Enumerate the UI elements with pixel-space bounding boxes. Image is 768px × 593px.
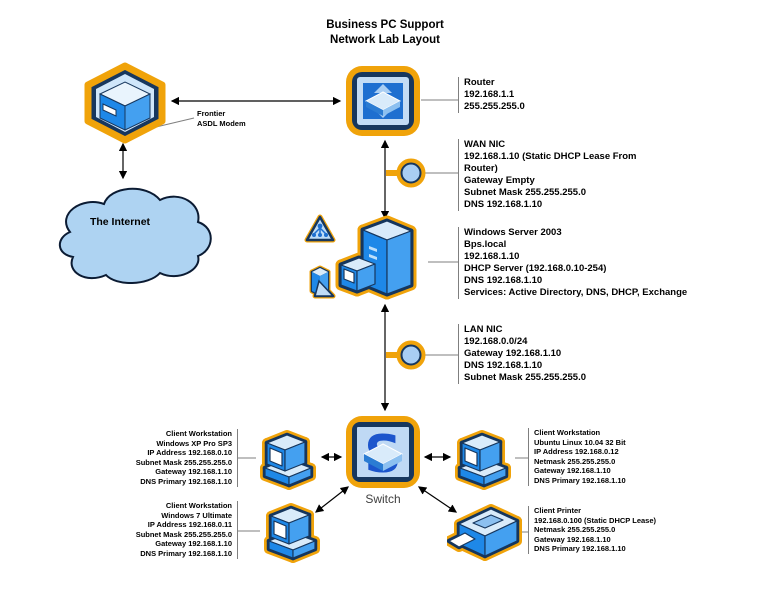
workstation-win7-label-line: Client Workstation xyxy=(165,501,232,510)
workstation-ubuntu-label-line: DNS Primary 192.168.1.10 xyxy=(534,475,626,485)
printer-label-line: Gateway 192.168.1.10 xyxy=(534,534,611,544)
wan-nic-label-line: Subnet Mask 255.255.255.0 xyxy=(464,187,586,198)
modem-label-line: Frontier xyxy=(197,109,226,118)
diagram-title-line: Network Lab Layout xyxy=(330,34,440,46)
modem-label-line: ASDL Modem xyxy=(197,118,246,128)
lan-nic-label-line: LAN NIC xyxy=(464,324,503,335)
printer-icon xyxy=(447,504,522,561)
server-label-line: DHCP Server (192.168.0.10-254) xyxy=(464,263,607,274)
wan-nic-label-line: 192.168.1.10 (Static DHCP Lease From xyxy=(464,151,637,162)
domain-controller-badge-icon xyxy=(309,265,336,299)
workstation-ubuntu-label-line: Client Workstation xyxy=(534,428,601,437)
adsl-modem-icon xyxy=(84,62,166,144)
workstation-win7-label-line: Gateway 192.168.1.10 xyxy=(155,539,232,549)
lan-nic-label-line: 192.168.0.0/24 xyxy=(464,336,528,347)
wan-nic-label-line: Gateway Empty xyxy=(464,175,535,186)
workstation-xp-label-line: IP Address 192.168.0.10 xyxy=(147,448,232,458)
switch-label: Switch xyxy=(365,492,401,506)
internet-cloud-label: The Internet xyxy=(89,216,151,228)
wan-nic-connector-icon xyxy=(386,158,426,188)
router-label-line: 255.255.255.0 xyxy=(464,101,525,112)
wan-nic-label-line: Router) xyxy=(464,163,498,174)
workstation-win7-label-line: Subnet Mask 255.255.255.0 xyxy=(135,529,232,539)
server-label-line: Windows Server 2003 xyxy=(464,227,562,238)
server-label-line: DNS 192.168.1.10 xyxy=(464,275,543,286)
printer-label-line: 192.168.0.100 (Static DHCP Lease) xyxy=(534,515,657,525)
workstation-xp-label-line: DNS Primary 192.168.1.10 xyxy=(140,476,232,486)
workstation-ubuntu-label-line: Netmask 255.255.255.0 xyxy=(534,456,616,466)
workstation-win7-label-line: DNS Primary 192.168.1.10 xyxy=(140,548,232,558)
workstation-ubuntu-label-line: IP Address 192.168.0.12 xyxy=(534,447,619,457)
lan-nic-label-line: Gateway 192.168.1.10 xyxy=(464,348,562,359)
workstation-ubuntu-label-line: Gateway 192.168.1.10 xyxy=(534,466,611,476)
workstation-xp-label-line: Subnet Mask 255.255.255.0 xyxy=(135,457,232,467)
workstation-xp-label-line: Client Workstation xyxy=(165,429,232,438)
workstation-xp-label-line: Windows XP Pro SP3 xyxy=(156,438,232,448)
wan-nic-label-line: DNS 192.168.1.10 xyxy=(464,199,543,210)
wan-nic-label-line: WAN NIC xyxy=(464,139,506,150)
workstation-win7-icon xyxy=(264,503,320,563)
workstation-win7-label-line: IP Address 192.168.0.11 xyxy=(147,520,232,530)
workstation-xp-label-line: Gateway 192.168.1.10 xyxy=(155,467,232,477)
server-label-line: Services: Active Directory, DNS, DHCP, E… xyxy=(464,287,688,298)
server-label-line: 192.168.1.10 xyxy=(464,251,520,262)
lan-nic-label-line: DNS 192.168.1.10 xyxy=(464,360,543,371)
arrow-switch-ws-win7 xyxy=(315,486,349,513)
leader-modem-label xyxy=(155,117,195,128)
arrow-switch-printer xyxy=(417,486,458,513)
internet-cloud-icon xyxy=(58,187,212,284)
router-icon xyxy=(346,66,420,136)
router-label-line: 192.168.1.1 xyxy=(464,89,515,100)
printer-label-line: Client Printer xyxy=(534,506,582,515)
server-label-line: Bps.local xyxy=(464,239,507,250)
workstation-ubuntu-icon xyxy=(455,430,511,490)
workstation-xp-icon xyxy=(260,430,316,490)
workstation-win7-label-line: Windows 7 Ultimate xyxy=(161,510,232,520)
workstation-ubuntu-label-line: Ubuntu Linux 10.04 32 Bit xyxy=(534,437,626,447)
lan-nic-label-line: Subnet Mask 255.255.255.0 xyxy=(464,372,586,383)
network-triangle-badge-icon xyxy=(304,214,336,243)
printer-label-line: Netmask 255.255.255.0 xyxy=(534,525,616,535)
printer-label-line: DNS Primary 192.168.1.10 xyxy=(534,544,626,554)
router-label-line: Router xyxy=(464,77,495,88)
windows-server-icon xyxy=(335,215,417,300)
lan-nic-connector-icon xyxy=(386,340,426,370)
diagram-title-line: Business PC Support xyxy=(326,19,444,31)
switch-icon: S xyxy=(346,416,420,488)
